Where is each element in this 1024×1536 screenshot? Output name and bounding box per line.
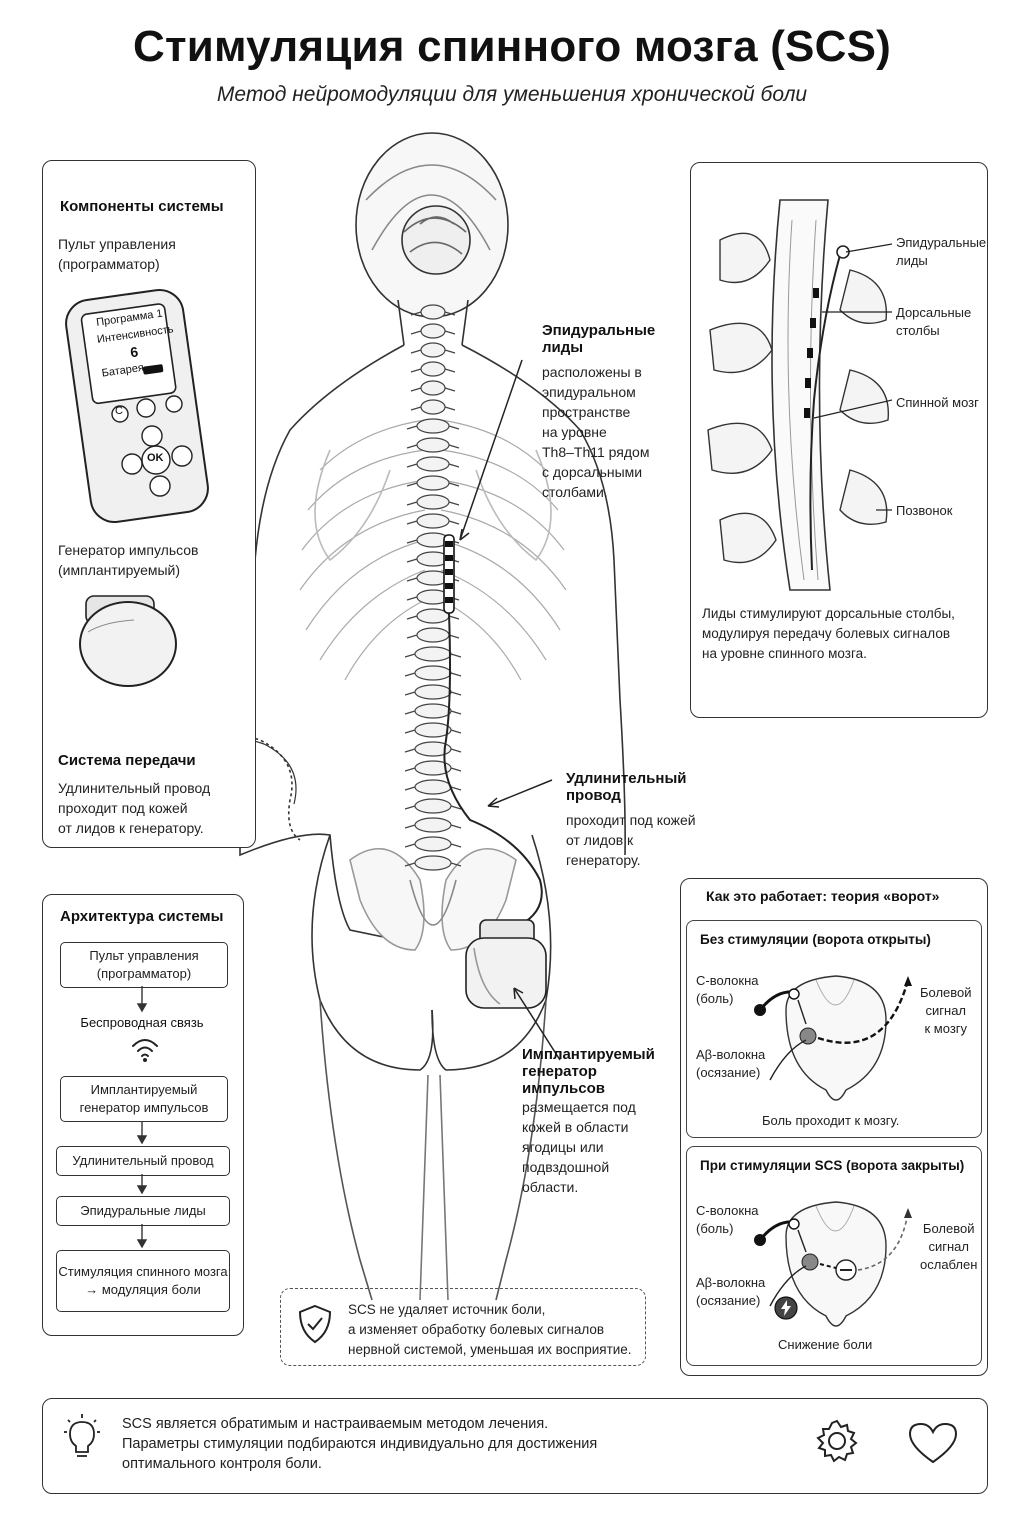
- shield-check-icon: [298, 1304, 332, 1344]
- wifi-icon: [132, 1039, 158, 1062]
- remote-illustration: [65, 288, 209, 524]
- spine-section-illustration: [707, 199, 893, 591]
- anatomy-caption: Лиды стимулируют дорсальные столбы,модул…: [702, 606, 955, 661]
- page-title: Стимуляция спинного мозга (SCS): [133, 22, 891, 71]
- generator-label: Генератор импульсов(имплантируемый): [58, 542, 199, 578]
- gate-open-caption: Боль проходит к мозгу.: [762, 1113, 900, 1128]
- arch-step-remote: Пульт управления(программатор): [60, 942, 228, 988]
- gate-heading: Как это работает: теория «ворот»: [706, 888, 940, 904]
- remote-screen: Программа 1 Интенсивность 6 Батарея: [94, 305, 174, 382]
- note-box: [280, 1288, 646, 1366]
- arch-step-extension: Удлинительный провод: [56, 1146, 230, 1176]
- arch-step-stimulation: Стимуляция спинного мозга→ модуляция бол…: [56, 1250, 230, 1312]
- gate-open-ab-fiber: Aβ-волокна(осязание): [696, 1047, 766, 1080]
- gate-closed-title: При стимуляции SCS (ворота закрыты): [700, 1158, 965, 1173]
- remote-label: Пульт управления(программатор): [58, 236, 176, 272]
- gate-closed-c-fiber: С-волокна(боль): [696, 1203, 759, 1236]
- transfer-heading: Система передачи: [58, 752, 196, 769]
- bulb-icon: [64, 1414, 100, 1457]
- heart-icon: [908, 1422, 958, 1464]
- components-heading: Компоненты системы: [60, 198, 224, 215]
- gear-icon: [816, 1419, 858, 1463]
- back-button[interactable]: C: [115, 405, 123, 417]
- gate-closed-diagram: [754, 1201, 912, 1327]
- bolt-icon: [774, 1296, 798, 1320]
- footer-text: SCS является обратимым и настраиваемым м…: [122, 1416, 598, 1472]
- gate-open-c-fiber: С-волокна(боль): [696, 973, 759, 1006]
- gate-closed-ab-fiber: Aβ-волокна(осязание): [696, 1275, 766, 1308]
- page-subtitle: Метод нейромодуляции для уменьшения хрон…: [216, 83, 808, 106]
- gate-open-title: Без стимуляции (ворота открыты): [700, 932, 931, 947]
- anatomy-label-spinal-cord: Спинной мозг: [896, 395, 979, 410]
- arch-step-leads: Эпидуральные лиды: [56, 1196, 230, 1226]
- architecture-arrows: [136, 986, 148, 1249]
- gate-open-diagram: [754, 975, 912, 1101]
- ok-button[interactable]: OK: [147, 452, 164, 464]
- arch-step-wireless: Беспроводная связь: [80, 1015, 204, 1030]
- anatomy-label-vertebra: Позвонок: [896, 503, 953, 518]
- note-text: SCS не удаляет источник боли,а изменяет …: [348, 1302, 632, 1357]
- gate-closed-caption: Снижение боли: [778, 1337, 873, 1352]
- architecture-heading: Архитектура системы: [60, 908, 224, 925]
- generator-illustration: [79, 595, 177, 687]
